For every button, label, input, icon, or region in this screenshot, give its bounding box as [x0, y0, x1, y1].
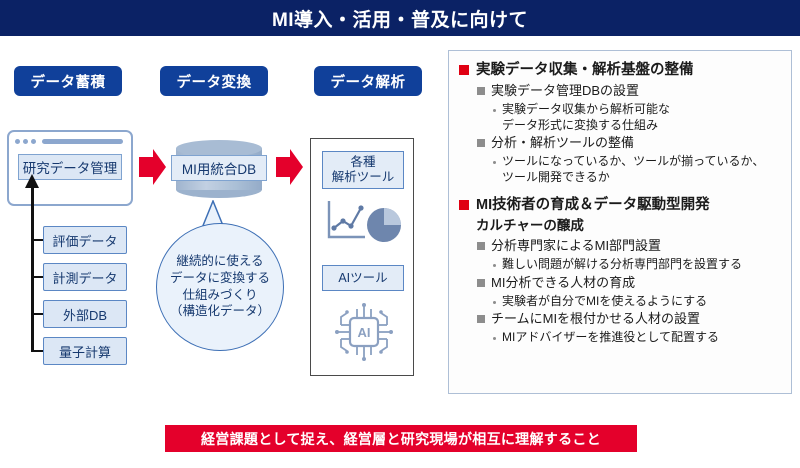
callout-line: データに変換する: [169, 270, 270, 285]
ai-tools-label: AIツール: [322, 265, 404, 291]
gray-square-bullet-icon: [477, 242, 485, 251]
info-detail-text: 実験データ収集から解析可能な データ形式に変換する仕組み: [502, 102, 671, 132]
source-arrow-head-icon: [25, 174, 39, 188]
red-square-bullet-icon: [459, 65, 469, 75]
pie-chart-icon: [367, 208, 401, 242]
initiatives-info-panel: 実験データ収集・解析基盤の整備 実験データ管理DBの設置 実験データ収集から解析…: [448, 50, 792, 394]
section-spacer: [459, 187, 783, 196]
info-item: 分析・解析ツールの整備: [477, 135, 783, 152]
dot-bullet-icon: [493, 109, 496, 113]
info-detail-text: ツールになっているか、ツールが揃っているか、 ツール開発できるか: [502, 154, 765, 184]
analysis-tools-label-line2: 解析ツール: [331, 170, 395, 184]
integrated-db-cylinder: MI用統合DB: [171, 140, 267, 198]
source-box-quantum-computing: 量子計算: [43, 337, 127, 365]
source-branch-line: [31, 313, 43, 315]
gray-square-bullet-icon: [477, 139, 485, 148]
research-data-management-window: 研究データ管理: [7, 130, 133, 206]
info-detail: 実験データ収集から解析可能な データ形式に変換する仕組み: [493, 102, 783, 133]
right-arrow-icon: [139, 149, 166, 185]
callout-line: 仕組みづくり: [182, 287, 258, 302]
svg-text:AI: AI: [358, 325, 371, 340]
source-branch-line: [31, 239, 43, 241]
dot-bullet-icon: [493, 161, 496, 165]
info-section-title-text: 実験データ収集・解析基盤の整備: [476, 62, 694, 78]
info-detail-text: 実験者が自分でMIを使えるようにする: [502, 293, 708, 308]
integrated-db-label: MI用統合DB: [171, 155, 267, 181]
analysis-tools-icons: [327, 201, 401, 242]
info-item: MI分析できる人材の育成: [477, 275, 783, 292]
info-item-label: 分析専門家によるMI部門設置: [491, 238, 662, 254]
dot-bullet-icon: [493, 264, 496, 268]
gray-square-bullet-icon: [477, 315, 485, 324]
stage-pill-transform: データ変換: [160, 66, 268, 96]
ai-tools-label-line1: AIツール: [338, 270, 388, 285]
cylinder-top: [176, 140, 262, 157]
callout-line: （構造化データ）: [169, 304, 270, 319]
stage-pill-transform-label: データ変換: [176, 74, 252, 91]
browser-dot-icon: [31, 138, 36, 144]
dot-bullet-icon: [493, 300, 496, 304]
info-section-title-text: MI技術者の育成＆データ駆動型開発: [476, 197, 710, 214]
stage-pill-accumulate-label: データ蓄積: [30, 74, 106, 91]
bottom-message-text: 経営課題として捉え、経営層と研究現場が相互に理解すること: [201, 430, 601, 447]
browser-dot-icon: [23, 138, 28, 144]
info-item: 実験データ管理DBの設置: [477, 83, 783, 100]
info-section-subtitle: カルチャーの醸成: [476, 218, 584, 234]
bottom-message-banner: 経営課題として捉え、経営層と研究現場が相互に理解すること: [165, 425, 637, 452]
info-detail-text: 難しい問題が解ける分析専門部門を設置する: [502, 257, 743, 272]
info-section-title: MI技術者の育成＆データ駆動型開発: [459, 196, 783, 214]
info-item-label: チームにMIを根付かせる人材の設置: [491, 311, 701, 327]
info-detail: ツールになっているか、ツールが揃っているか、 ツール開発できるか: [493, 154, 783, 185]
analysis-tools-label-line1: 各種: [350, 155, 376, 169]
info-item: 分析専門家によるMI部門設置: [477, 238, 783, 255]
source-box-measurement-data: 計測データ: [43, 263, 127, 291]
stage-pill-analyze: データ解析: [314, 66, 422, 96]
source-branch-line: [31, 350, 43, 352]
analysis-tools-panel: 各種 解析ツール AIツール AI: [310, 138, 414, 376]
gray-square-bullet-icon: [477, 87, 485, 96]
gray-square-bullet-icon: [477, 278, 485, 287]
source-box-evaluation-data: 評価データ: [43, 226, 127, 254]
info-detail: MIアドバイザーを推進役として配置する: [493, 330, 783, 346]
source-box-external-db: 外部DB: [43, 300, 127, 328]
info-item-label: 分析・解析ツールの整備: [491, 135, 635, 151]
red-square-bullet-icon: [459, 200, 469, 211]
browser-address-bar-icon: [42, 138, 123, 144]
browser-dot-icon: [15, 138, 20, 144]
source-branch-line: [31, 276, 43, 278]
info-detail: 難しい問題が解ける分析専門部門を設置する: [493, 257, 783, 273]
right-arrow-icon: [276, 149, 303, 185]
line-chart-icon: [327, 201, 365, 239]
browser-window-icon: [15, 137, 123, 145]
page-title: MI導入・活用・普及に向けて: [271, 9, 529, 31]
callout-line: 継続的に使える: [176, 254, 264, 269]
stage-pill-accumulate: データ蓄積: [14, 66, 122, 96]
analysis-tools-label: 各種 解析ツール: [322, 151, 404, 189]
info-detail: 実験者が自分でMIを使えるようにする: [493, 294, 783, 310]
title-bar: MI導入・活用・普及に向けて: [0, 0, 800, 36]
info-item: チームにMIを根付かせる人材の設置: [477, 311, 783, 328]
info-item-label: MI分析できる人材の育成: [491, 274, 636, 290]
info-detail-text: MIアドバイザーを推進役として配置する: [502, 330, 719, 345]
transform-callout-bubble: 継続的に使える データに変換する 仕組みづくり （構造化データ）: [156, 223, 284, 351]
source-trunk-line: [31, 186, 34, 352]
ai-chip-icon: AI: [335, 303, 393, 361]
stage-pill-analyze-label: データ解析: [330, 74, 406, 91]
info-item-label: 実験データ管理DBの設置: [491, 83, 640, 99]
dot-bullet-icon: [493, 337, 496, 341]
info-section-title: 実験データ収集・解析基盤の整備: [459, 61, 783, 79]
